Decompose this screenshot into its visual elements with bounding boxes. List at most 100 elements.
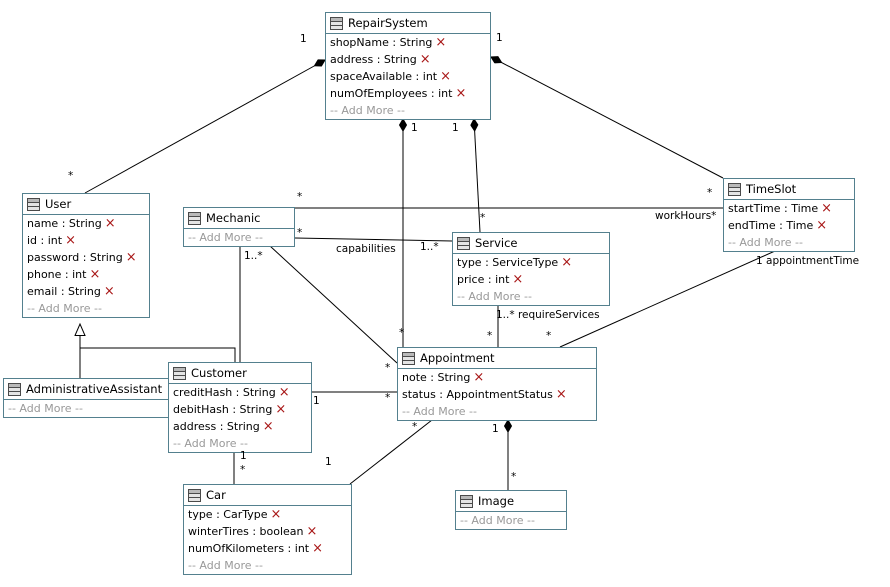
multiplicity-label[interactable]: 1	[325, 456, 332, 468]
attribute-text[interactable]: price : int	[457, 273, 510, 286]
delete-attribute-icon[interactable]: ×	[512, 272, 524, 287]
class-header-service[interactable]: Service	[453, 233, 609, 254]
multiplicity-label[interactable]: 1	[492, 423, 499, 435]
attribute-row[interactable]: id : int×	[23, 232, 149, 249]
class-box-service[interactable]: Service type : ServiceType× price : int×…	[452, 232, 610, 306]
delete-attribute-icon[interactable]: ×	[821, 201, 833, 216]
attribute-row[interactable]: price : int×	[453, 271, 609, 288]
attribute-text[interactable]: numOfEmployees : int	[330, 87, 453, 100]
attribute-text[interactable]: shopName : String	[330, 36, 433, 49]
multiplicity-label[interactable]: *	[487, 330, 493, 342]
multiplicity-label[interactable]: *	[297, 191, 303, 203]
attribute-text[interactable]: address : String	[173, 420, 260, 433]
multiplicity-label[interactable]: *	[385, 392, 391, 404]
attribute-row[interactable]: type : ServiceType×	[453, 254, 609, 271]
assoc-repairsystem-user[interactable]	[84, 60, 325, 194]
assoc-repairsystem-timeslot[interactable]	[491, 57, 724, 179]
delete-attribute-icon[interactable]: ×	[278, 385, 290, 400]
attribute-row[interactable]: spaceAvailable : int×	[326, 68, 490, 85]
delete-attribute-icon[interactable]: ×	[275, 402, 287, 417]
class-header-car[interactable]: Car	[184, 485, 351, 506]
multiplicity-label[interactable]: *	[240, 464, 246, 476]
attribute-row[interactable]: email : String×	[23, 283, 149, 300]
multiplicity-label[interactable]: 1	[300, 33, 307, 45]
class-header-appointment[interactable]: Appointment	[398, 348, 596, 369]
class-header-timeslot[interactable]: TimeSlot	[724, 179, 854, 200]
add-more-button[interactable]: -- Add More --	[173, 437, 248, 450]
attribute-row[interactable]: debitHash : String×	[169, 401, 311, 418]
class-box-timeslot[interactable]: TimeSlot startTime : Time× endTime : Tim…	[723, 178, 855, 252]
multiplicity-label[interactable]: *	[511, 471, 517, 483]
attribute-row[interactable]: password : String×	[23, 249, 149, 266]
multiplicity-label[interactable]: *	[385, 362, 391, 374]
attribute-text[interactable]: creditHash : String	[173, 386, 276, 399]
attribute-row[interactable]: endTime : Time×	[724, 217, 854, 234]
attribute-text[interactable]: type : ServiceType	[457, 256, 559, 269]
delete-attribute-icon[interactable]: ×	[561, 255, 573, 270]
attribute-row[interactable]: address : String×	[326, 51, 490, 68]
assoc-repairsystem-service[interactable]	[474, 119, 481, 233]
multiplicity-label[interactable]: *	[412, 421, 418, 433]
attribute-text[interactable]: winterTires : boolean	[188, 525, 304, 538]
delete-attribute-icon[interactable]: ×	[419, 52, 431, 67]
multiplicity-label[interactable]: 1	[496, 32, 503, 44]
delete-attribute-icon[interactable]: ×	[473, 370, 485, 385]
attribute-text[interactable]: phone : int	[27, 268, 87, 281]
delete-attribute-icon[interactable]: ×	[455, 86, 467, 101]
attribute-text[interactable]: name : String	[27, 217, 102, 230]
attribute-row[interactable]: type : CarType×	[184, 506, 351, 523]
class-header-image[interactable]: Image	[456, 491, 566, 512]
add-more-button[interactable]: -- Add More --	[330, 104, 405, 117]
assoc-mechanic-appointment[interactable]	[269, 245, 398, 364]
class-box-user[interactable]: User name : String× id : int× password :…	[22, 193, 150, 318]
class-box-repairsystem[interactable]: RepairSystem shopName : String× address …	[325, 12, 491, 120]
multiplicity-label[interactable]: 1	[452, 122, 459, 134]
attribute-row[interactable]: status : AppointmentStatus×	[398, 386, 596, 403]
delete-attribute-icon[interactable]: ×	[435, 35, 447, 50]
class-header-user[interactable]: User	[23, 194, 149, 215]
class-header-customer[interactable]: Customer	[169, 363, 311, 384]
add-more-button[interactable]: -- Add More --	[27, 302, 102, 315]
attribute-row[interactable]: creditHash : String×	[169, 384, 311, 401]
delete-attribute-icon[interactable]: ×	[104, 216, 116, 231]
role-label[interactable]: workHours*	[655, 210, 717, 222]
attribute-row[interactable]: name : String×	[23, 215, 149, 232]
class-box-appointment[interactable]: Appointment note : String× status : Appo…	[397, 347, 597, 421]
attribute-row[interactable]: numOfEmployees : int×	[326, 85, 490, 102]
delete-attribute-icon[interactable]: ×	[555, 387, 567, 402]
class-box-mechanic[interactable]: Mechanic -- Add More --	[183, 207, 295, 247]
add-more-button[interactable]: -- Add More --	[188, 231, 263, 244]
multiplicity-label[interactable]: 1..*	[420, 241, 439, 253]
delete-attribute-icon[interactable]: ×	[103, 284, 115, 299]
attribute-text[interactable]: debitHash : String	[173, 403, 273, 416]
attribute-row[interactable]: startTime : Time×	[724, 200, 854, 217]
delete-attribute-icon[interactable]: ×	[89, 267, 101, 282]
delete-attribute-icon[interactable]: ×	[306, 524, 318, 539]
delete-attribute-icon[interactable]: ×	[312, 541, 324, 556]
attribute-text[interactable]: note : String	[402, 371, 471, 384]
class-box-image[interactable]: Image -- Add More --	[455, 490, 567, 530]
delete-attribute-icon[interactable]: ×	[65, 233, 76, 248]
multiplicity-label[interactable]: *	[546, 330, 552, 342]
generalization-customer-user[interactable]	[80, 347, 236, 362]
add-more-button[interactable]: -- Add More --	[728, 236, 803, 249]
multiplicity-label[interactable]: 1	[411, 122, 418, 134]
delete-attribute-icon[interactable]: ×	[440, 69, 452, 84]
class-header-administrativeassistant[interactable]: AdministrativeAssistant	[4, 379, 174, 400]
attribute-text[interactable]: spaceAvailable : int	[330, 70, 438, 83]
multiplicity-label[interactable]: *	[707, 187, 713, 199]
attribute-row[interactable]: numOfKilometers : int×	[184, 540, 351, 557]
delete-attribute-icon[interactable]: ×	[125, 250, 137, 265]
class-box-car[interactable]: Car type : CarType× winterTires : boolea…	[183, 484, 352, 575]
role-label[interactable]: capabilities	[336, 243, 396, 255]
attribute-text[interactable]: email : String	[27, 285, 101, 298]
add-more-button[interactable]: -- Add More --	[457, 290, 532, 303]
attribute-text[interactable]: numOfKilometers : int	[188, 542, 310, 555]
multiplicity-label[interactable]: *	[68, 170, 74, 182]
multiplicity-label[interactable]: *	[480, 212, 486, 224]
multiplicity-label[interactable]: *	[399, 327, 405, 339]
attribute-text[interactable]: startTime : Time	[728, 202, 819, 215]
assoc-mechanic-service-capabilities[interactable]	[294, 237, 453, 242]
class-box-administrativeassistant[interactable]: AdministrativeAssistant -- Add More --	[3, 378, 175, 418]
